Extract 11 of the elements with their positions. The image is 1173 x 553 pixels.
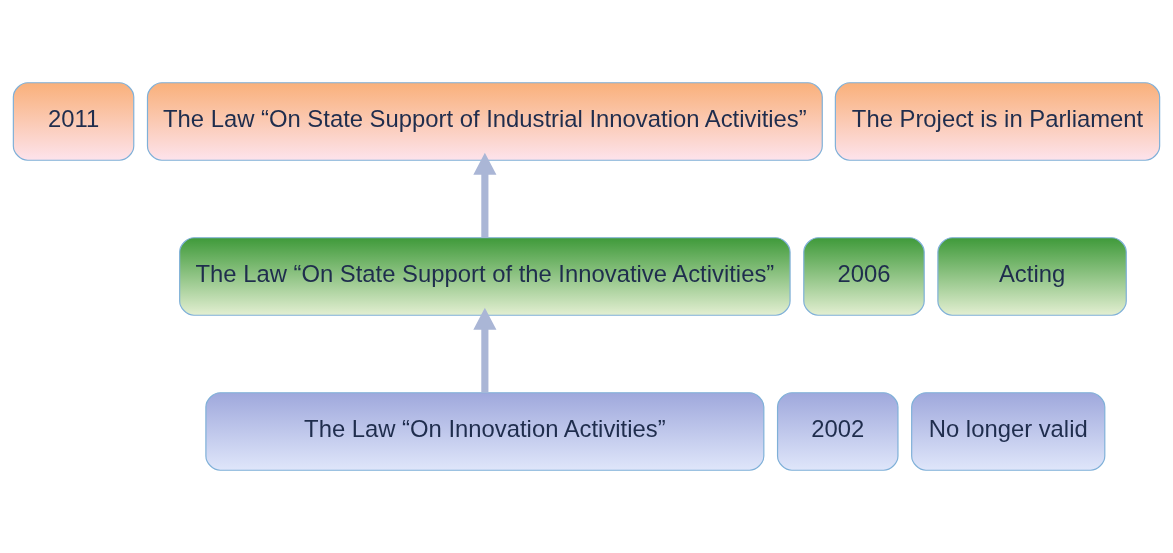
node-box: The Law “On Innovation Activities” — [205, 392, 765, 471]
node-box: No longer valid — [911, 392, 1106, 471]
node-box: 2006 — [803, 237, 925, 316]
arrow — [473, 152, 497, 238]
node-box: The Law “On State Support of Industrial Innovation Activities” — [146, 82, 823, 161]
arrow — [473, 307, 497, 393]
node-box: The Project is in Parliament — [834, 82, 1161, 161]
node-box: 2002 — [776, 392, 899, 471]
node-box: The Law “On State Support of the Innovative Activities” — [179, 237, 791, 316]
node-box: Acting — [937, 237, 1127, 316]
node-box: 2011 — [12, 82, 135, 161]
